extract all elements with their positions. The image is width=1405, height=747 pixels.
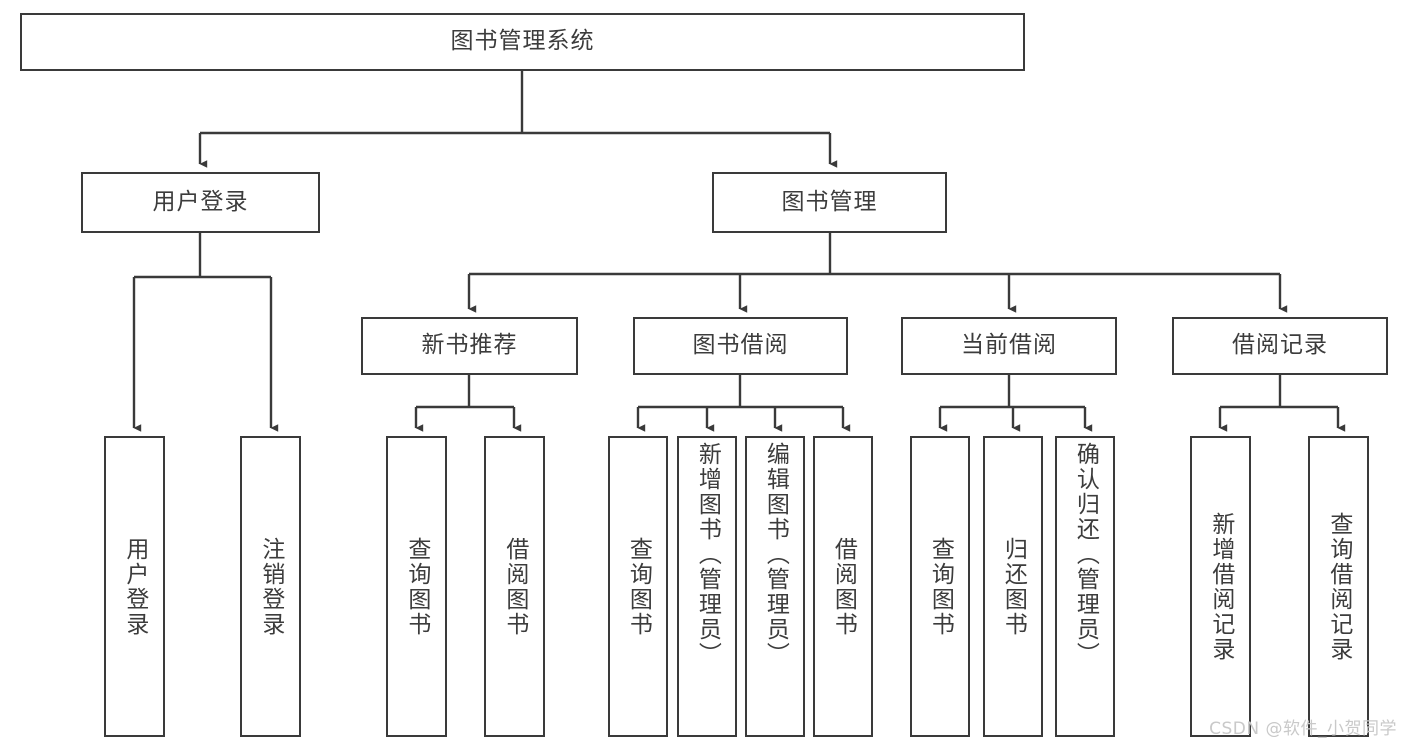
leaf-node-label: 注销登录 <box>257 536 284 637</box>
node-new-book-recommend-label: 新书推荐 <box>421 332 518 359</box>
leaf-node-label: 查询借阅记录 <box>1325 511 1352 662</box>
leaf-node-add-book-admin[interactable]: 新增图书（管理员） <box>677 436 737 737</box>
leaf-node-query-borrow-record[interactable]: 查询借阅记录 <box>1308 436 1369 737</box>
leaf-node-confirm-return-admin[interactable]: 确认归还（管理员） <box>1055 436 1115 737</box>
leaf-node-label: 编辑图书（管理员） <box>762 442 789 667</box>
leaf-node-return-book[interactable]: 归还图书 <box>983 436 1043 737</box>
leaf-node-label: 查询图书 <box>927 536 954 637</box>
leaf-node-label: 查询图书 <box>625 536 652 637</box>
leaf-node-label: 借阅图书 <box>830 536 857 637</box>
leaf-node-label: 用户登录 <box>121 536 148 637</box>
node-user-login[interactable]: 用户登录 <box>81 172 320 233</box>
csdn-watermark: CSDN @软件_小贺同学 <box>1209 719 1397 739</box>
node-book-manage-label: 图书管理 <box>781 188 878 215</box>
node-current-borrow[interactable]: 当前借阅 <box>901 317 1117 375</box>
node-borrow-record[interactable]: 借阅记录 <box>1172 317 1388 375</box>
node-borrow-record-label: 借阅记录 <box>1232 332 1328 359</box>
node-book-borrow[interactable]: 图书借阅 <box>633 317 848 375</box>
node-user-login-label: 用户登录 <box>152 188 249 215</box>
leaf-node-label: 确认归还（管理员） <box>1072 442 1099 667</box>
leaf-node-query-book-current[interactable]: 查询图书 <box>910 436 970 737</box>
leaf-node-logout[interactable]: 注销登录 <box>240 436 301 737</box>
leaf-node-add-borrow-record[interactable]: 新增借阅记录 <box>1190 436 1251 737</box>
leaf-node-edit-book-admin[interactable]: 编辑图书（管理员） <box>745 436 805 737</box>
leaf-node-label: 查询图书 <box>403 536 430 637</box>
leaf-node-query-book-borrow[interactable]: 查询图书 <box>608 436 668 737</box>
node-book-manage[interactable]: 图书管理 <box>712 172 947 233</box>
node-root-label: 图书管理系统 <box>450 28 595 55</box>
node-root[interactable]: 图书管理系统 <box>20 13 1025 71</box>
leaf-node-query-book-recommend[interactable]: 查询图书 <box>386 436 447 737</box>
leaf-node-label: 新增借阅记录 <box>1207 511 1234 662</box>
leaf-node-label: 借阅图书 <box>501 536 528 637</box>
node-current-borrow-label: 当前借阅 <box>961 332 1057 359</box>
leaf-node-borrow-book-recommend[interactable]: 借阅图书 <box>484 436 545 737</box>
leaf-node-user-login[interactable]: 用户登录 <box>104 436 165 737</box>
node-book-borrow-label: 图书借阅 <box>692 332 789 359</box>
leaf-node-borrow-book[interactable]: 借阅图书 <box>813 436 873 737</box>
leaf-node-label: 新增图书（管理员） <box>694 442 721 667</box>
leaf-node-label: 归还图书 <box>1000 536 1027 637</box>
node-new-book-recommend[interactable]: 新书推荐 <box>361 317 578 375</box>
